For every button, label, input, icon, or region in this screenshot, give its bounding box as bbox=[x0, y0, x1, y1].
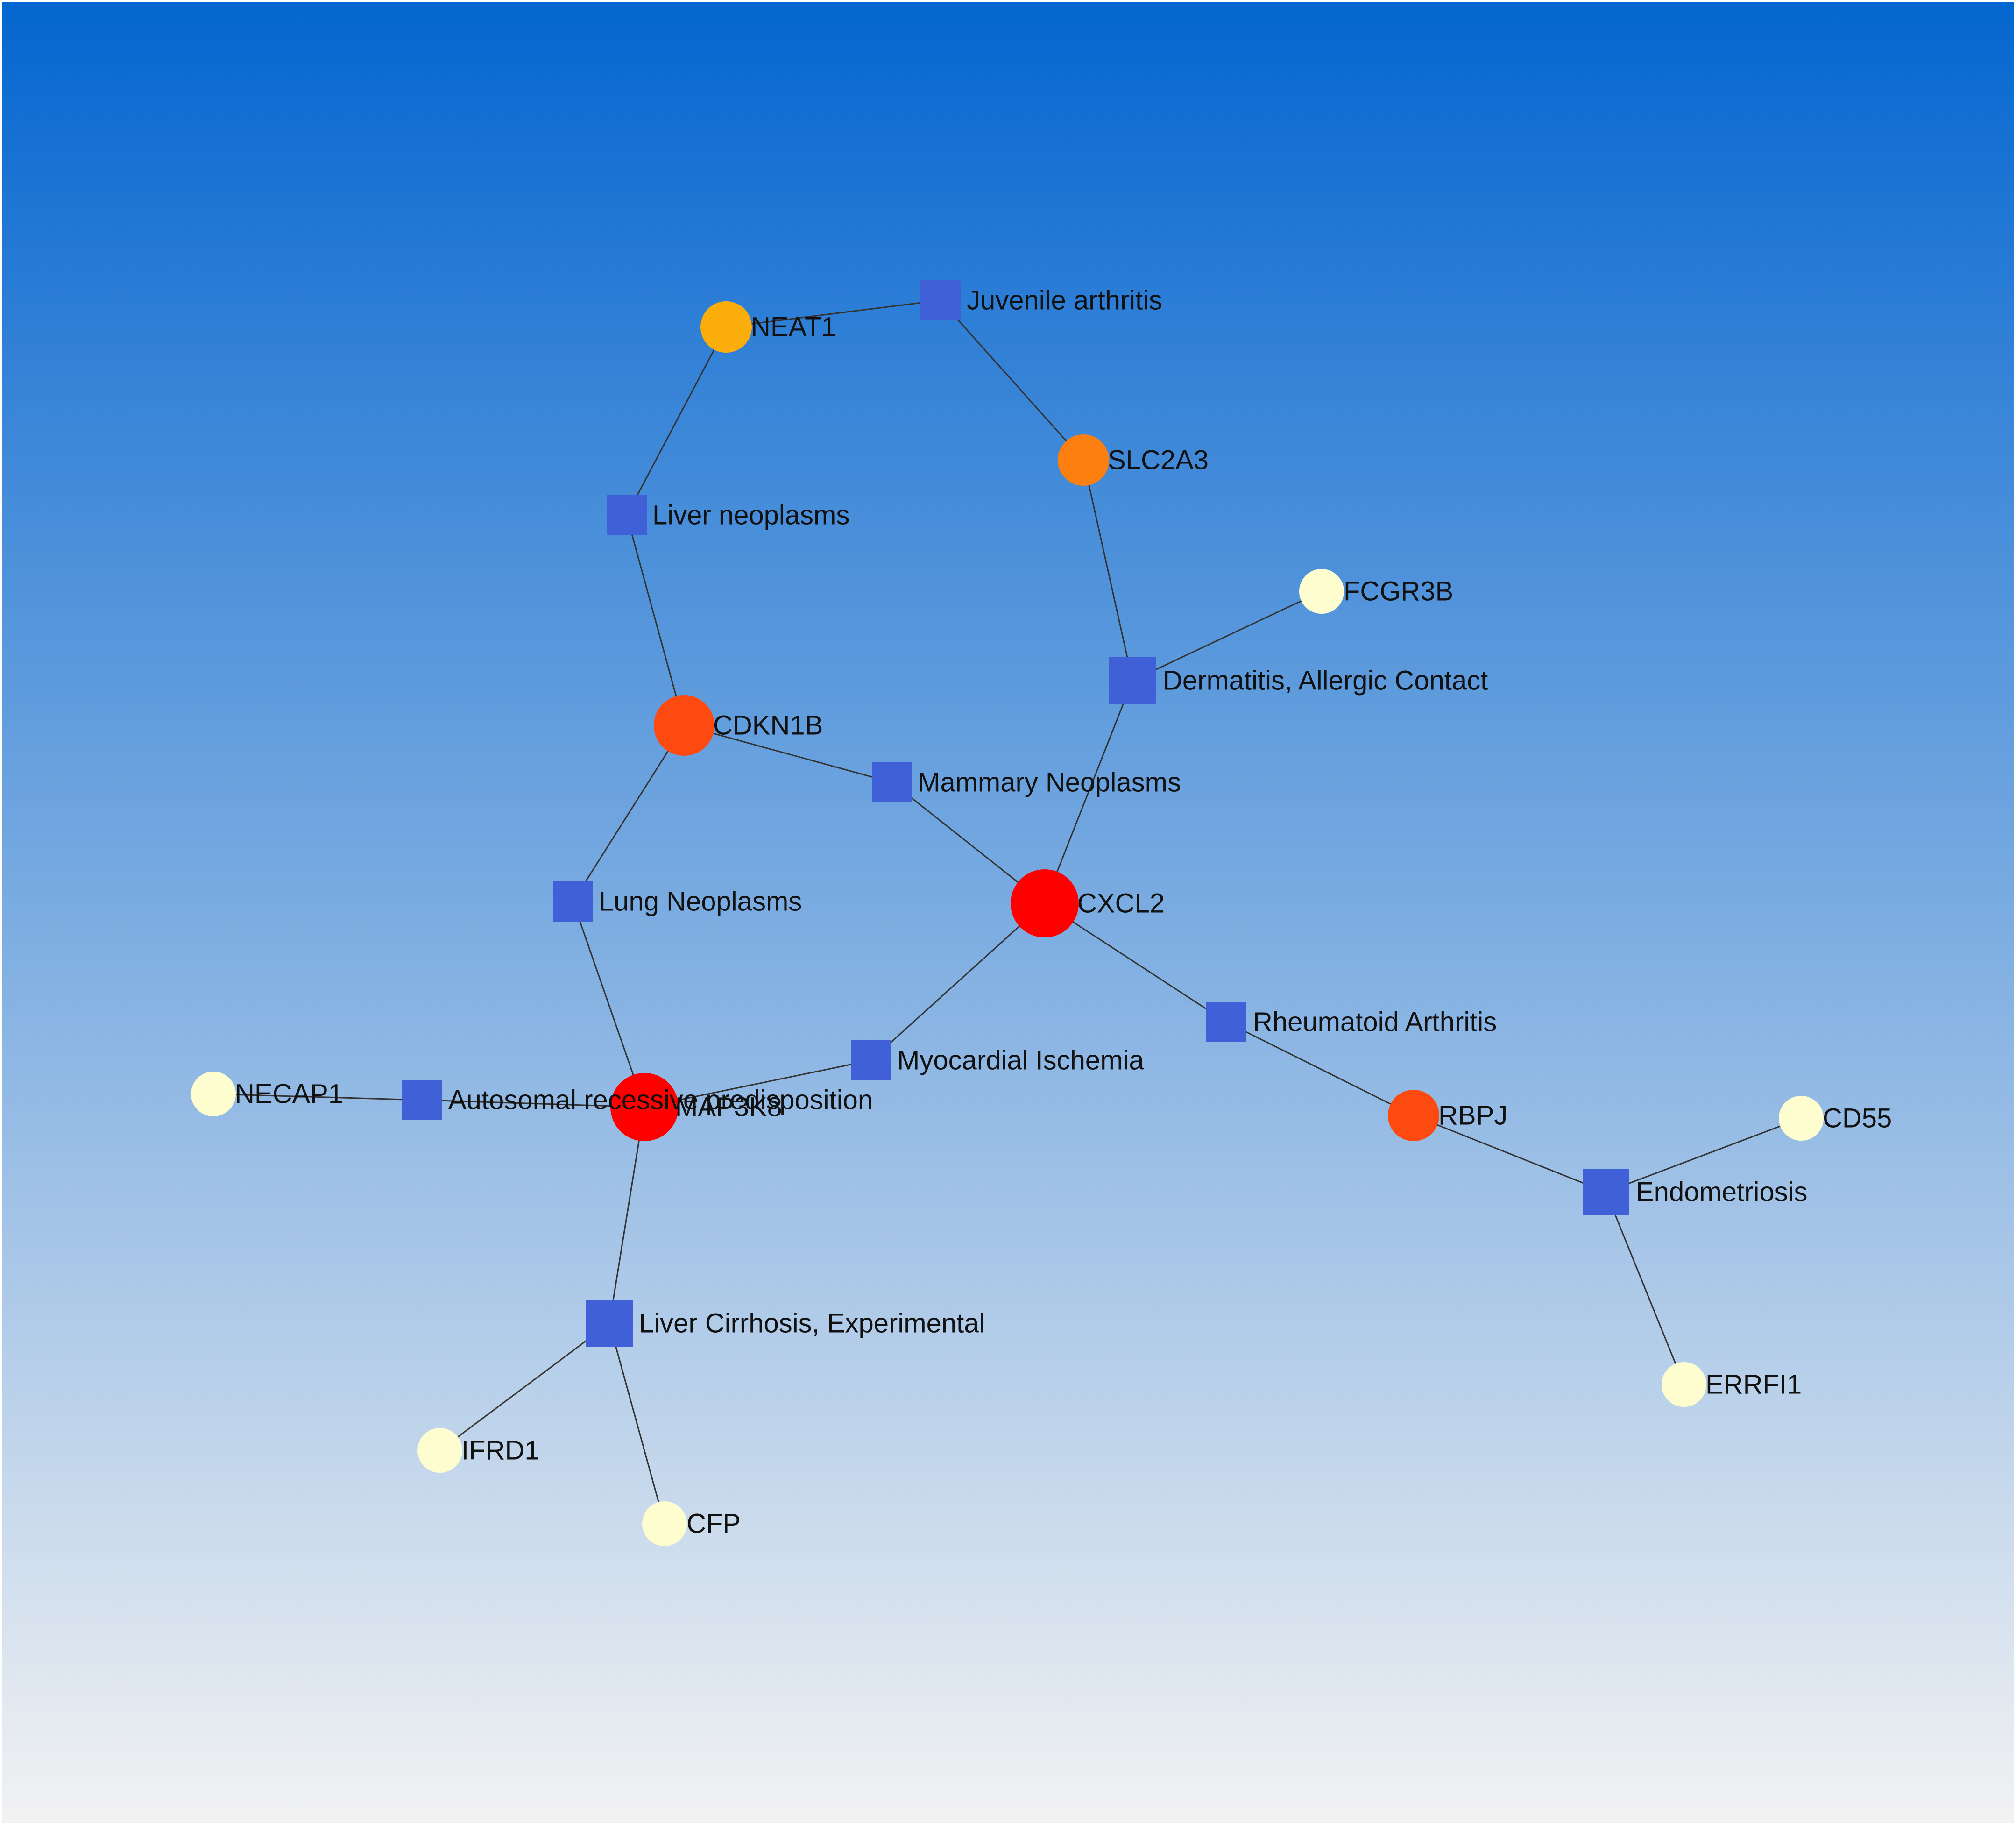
node-label-rbpj: RBPJ bbox=[1438, 1101, 1507, 1131]
gene-node-slc2a3 bbox=[1058, 434, 1109, 486]
edge-liver_cirrhosis-ifrd1 bbox=[439, 1322, 610, 1451]
edge-cxcl2-myocardial_ischemia bbox=[870, 902, 1046, 1061]
disease-node-lung-neoplasms bbox=[553, 881, 593, 922]
gene-node-rbpj bbox=[1388, 1090, 1439, 1141]
node-label-slc2a3: SLC2A3 bbox=[1108, 445, 1209, 476]
node-label-necap1: NECAP1 bbox=[235, 1079, 343, 1109]
edge-cdkn1b-mammary_neoplasms bbox=[684, 724, 892, 783]
node-label-cxcl2: CXCL2 bbox=[1077, 888, 1165, 919]
node-label-cdkn1b: CDKN1B bbox=[713, 710, 823, 741]
edge-slc2a3-dermatitis bbox=[1082, 460, 1133, 681]
disease-node-liver-cirrhosis bbox=[586, 1300, 633, 1347]
node-label-ifrd1: IFRD1 bbox=[461, 1435, 540, 1466]
edges-layer bbox=[213, 299, 1802, 1524]
node-label-rheumatoid-arthritis: Rheumatoid Arthritis bbox=[1253, 1007, 1497, 1037]
edge-endometriosis-errfi1 bbox=[1605, 1192, 1685, 1385]
disease-node-juvenile-arthritis bbox=[920, 280, 961, 320]
node-label-errfi1: ERRFI1 bbox=[1705, 1370, 1802, 1400]
node-label-myocardial-ischemia: Myocardial Ischemia bbox=[897, 1045, 1144, 1076]
node-label-dermatitis: Dermatitis, Allergic Contact bbox=[1163, 666, 1488, 696]
edge-liver_cirrhosis-cfp bbox=[608, 1323, 665, 1524]
gene-node-neat1 bbox=[700, 301, 752, 353]
gene-node-cfp bbox=[642, 1501, 687, 1546]
edge-liver_neoplasms-cdkn1b bbox=[626, 515, 685, 726]
edge-cxcl2-rheumatoid_arthritis bbox=[1044, 902, 1227, 1023]
edge-neat1-juvenile_arthritis bbox=[726, 299, 941, 328]
edge-myocardial_ischemia-map3k8 bbox=[644, 1059, 871, 1108]
disease-node-dermatitis bbox=[1109, 657, 1156, 704]
node-label-mammary-neoplasms: Mammary Neoplasms bbox=[918, 767, 1181, 798]
node-label-liver-cirrhosis: Liver Cirrhosis, Experimental bbox=[639, 1308, 985, 1339]
node-label-neat1: NEAT1 bbox=[751, 312, 836, 342]
node-label-juvenile-arthritis: Juvenile arthritis bbox=[967, 285, 1162, 316]
node-label-autosomal: Autosomal recessive predisposition bbox=[448, 1085, 873, 1115]
disease-node-liver-neoplasms bbox=[607, 495, 647, 535]
node-label-lung-neoplasms: Lung Neoplasms bbox=[599, 887, 802, 917]
node-label-endometriosis: Endometriosis bbox=[1636, 1177, 1807, 1207]
edge-rheumatoid_arthritis-rbpj bbox=[1226, 1021, 1414, 1116]
gene-node-necap1 bbox=[191, 1072, 236, 1116]
gene-node-cdkn1b bbox=[654, 695, 714, 756]
edge-map3k8-liver_cirrhosis bbox=[608, 1107, 645, 1324]
edge-endometriosis-cd55 bbox=[1606, 1117, 1802, 1193]
node-label-fcgr3b: FCGR3B bbox=[1344, 576, 1453, 607]
edge-rbpj-endometriosis bbox=[1413, 1115, 1606, 1193]
edge-fcgr3b-dermatitis bbox=[1132, 590, 1322, 682]
edge-necap1-autosomal bbox=[213, 1093, 423, 1101]
gene-node-ifrd1 bbox=[417, 1428, 462, 1473]
node-label-liver-neoplasms: Liver neoplasms bbox=[652, 500, 849, 531]
node-label-cd55: CD55 bbox=[1823, 1103, 1892, 1134]
nodes-layer bbox=[191, 280, 1824, 1546]
gene-node-map3k8 bbox=[610, 1073, 679, 1141]
gene-node-errfi1 bbox=[1662, 1362, 1706, 1407]
edge-autosomal-map3k8 bbox=[422, 1099, 645, 1108]
gene-node-cxcl2 bbox=[1011, 869, 1079, 937]
edge-cdkn1b-lung_neoplasms bbox=[572, 725, 685, 902]
gene-node-fcgr3b bbox=[1299, 569, 1344, 614]
edge-neat1-liver_neoplasms bbox=[626, 327, 727, 516]
disease-node-endometriosis bbox=[1583, 1169, 1629, 1215]
edge-lung_neoplasms-map3k8 bbox=[572, 901, 645, 1108]
gene-node-cd55 bbox=[1779, 1096, 1824, 1141]
disease-node-mammary-neoplasms bbox=[872, 762, 912, 802]
node-label-map3k8: MAP3K8 bbox=[675, 1092, 782, 1122]
node-label-cfp: CFP bbox=[686, 1509, 741, 1539]
edge-juvenile_arthritis-slc2a3 bbox=[940, 299, 1084, 461]
edge-dermatitis-cxcl2 bbox=[1044, 680, 1133, 904]
disease-node-rheumatoid-arthritis bbox=[1206, 1002, 1246, 1042]
disease-node-myocardial-ischemia bbox=[851, 1040, 891, 1080]
disease-node-autosomal bbox=[402, 1080, 442, 1120]
